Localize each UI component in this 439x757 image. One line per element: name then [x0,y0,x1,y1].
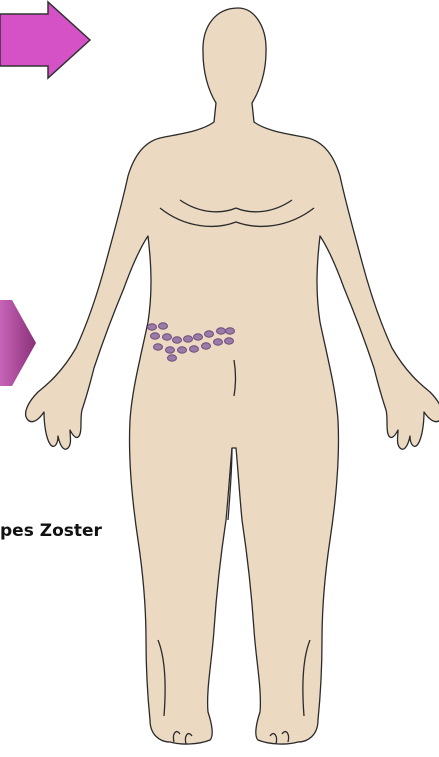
partial-arrow-icon [0,300,36,386]
diagnosis-label: pes Zoster [0,521,102,541]
right-arrow-icon [0,2,90,78]
human-body-figure [26,8,439,744]
